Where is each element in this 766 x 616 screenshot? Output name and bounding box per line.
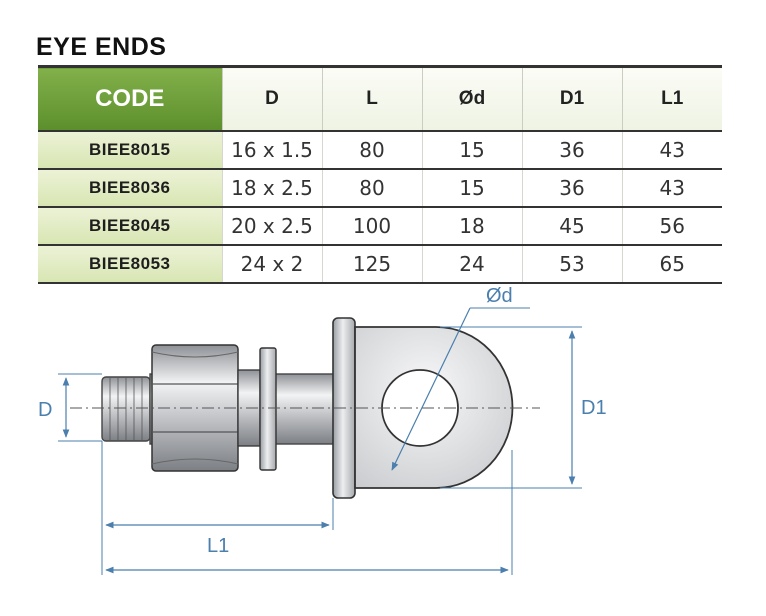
- label-l1: L1: [207, 535, 229, 557]
- dimension-l1: L1: [101, 441, 513, 575]
- cell-l: 80: [321, 131, 422, 170]
- dimension-d: D: [38, 373, 102, 442]
- cell-code: BIEE8036: [38, 169, 222, 208]
- cell-l1: 43: [621, 169, 722, 208]
- threaded-stud: [101, 376, 151, 442]
- cell-code: BIEE8053: [38, 245, 222, 284]
- cell-l: 80: [321, 169, 422, 208]
- cell-l1: 65: [621, 245, 722, 284]
- cell-d: 16 x 1.5: [221, 131, 322, 170]
- cell-diameter: 24: [421, 245, 522, 284]
- header-d1: D1: [521, 65, 622, 132]
- cell-diameter: 18: [421, 207, 522, 246]
- cell-d: 20 x 2.5: [221, 207, 322, 246]
- dimension-d1: D1: [440, 326, 607, 489]
- header-code: CODE: [38, 65, 222, 132]
- label-diameter: Ød: [486, 285, 513, 307]
- cell-d1: 53: [521, 245, 622, 284]
- table-row: BIEE8053 24 x 2 125 24 53 65: [38, 245, 722, 284]
- cell-d1: 36: [521, 169, 622, 208]
- cell-d: 24 x 2: [221, 245, 322, 284]
- cell-l1: 43: [621, 131, 722, 170]
- cell-d1: 45: [521, 207, 622, 246]
- cell-code: BIEE8015: [38, 131, 222, 170]
- cell-l: 125: [321, 245, 422, 284]
- header-diameter: Ød: [421, 65, 522, 132]
- cell-d1: 36: [521, 131, 622, 170]
- eye-end-technical-drawing: D D1 Ød L1: [38, 285, 607, 575]
- page-title: EYE ENDS: [36, 33, 167, 61]
- hex-nut: [151, 344, 261, 472]
- header-l1: L1: [621, 65, 722, 132]
- eye-ends-spec-table: CODE D L Ød D1 L1 BIEE8015 16 x 1.5 80 1…: [38, 65, 722, 284]
- cell-diameter: 15: [421, 169, 522, 208]
- dimension-diameter: Ød: [391, 285, 530, 471]
- header-l: L: [321, 65, 422, 132]
- table-row: BIEE8036 18 x 2.5 80 15 36 43: [38, 169, 722, 208]
- table-row: BIEE8015 16 x 1.5 80 15 36 43: [38, 131, 722, 170]
- header-d: D: [221, 65, 322, 132]
- cell-l1: 56: [621, 207, 722, 246]
- cell-l: 100: [321, 207, 422, 246]
- label-d1: D1: [581, 397, 607, 419]
- washer: [259, 347, 277, 471]
- table-header-row: CODE D L Ød D1 L1: [38, 65, 722, 132]
- table-row: BIEE8045 20 x 2.5 100 18 45 56: [38, 207, 722, 246]
- cell-diameter: 15: [421, 131, 522, 170]
- label-d: D: [38, 399, 52, 421]
- cell-code: BIEE8045: [38, 207, 222, 246]
- cell-d: 18 x 2.5: [221, 169, 322, 208]
